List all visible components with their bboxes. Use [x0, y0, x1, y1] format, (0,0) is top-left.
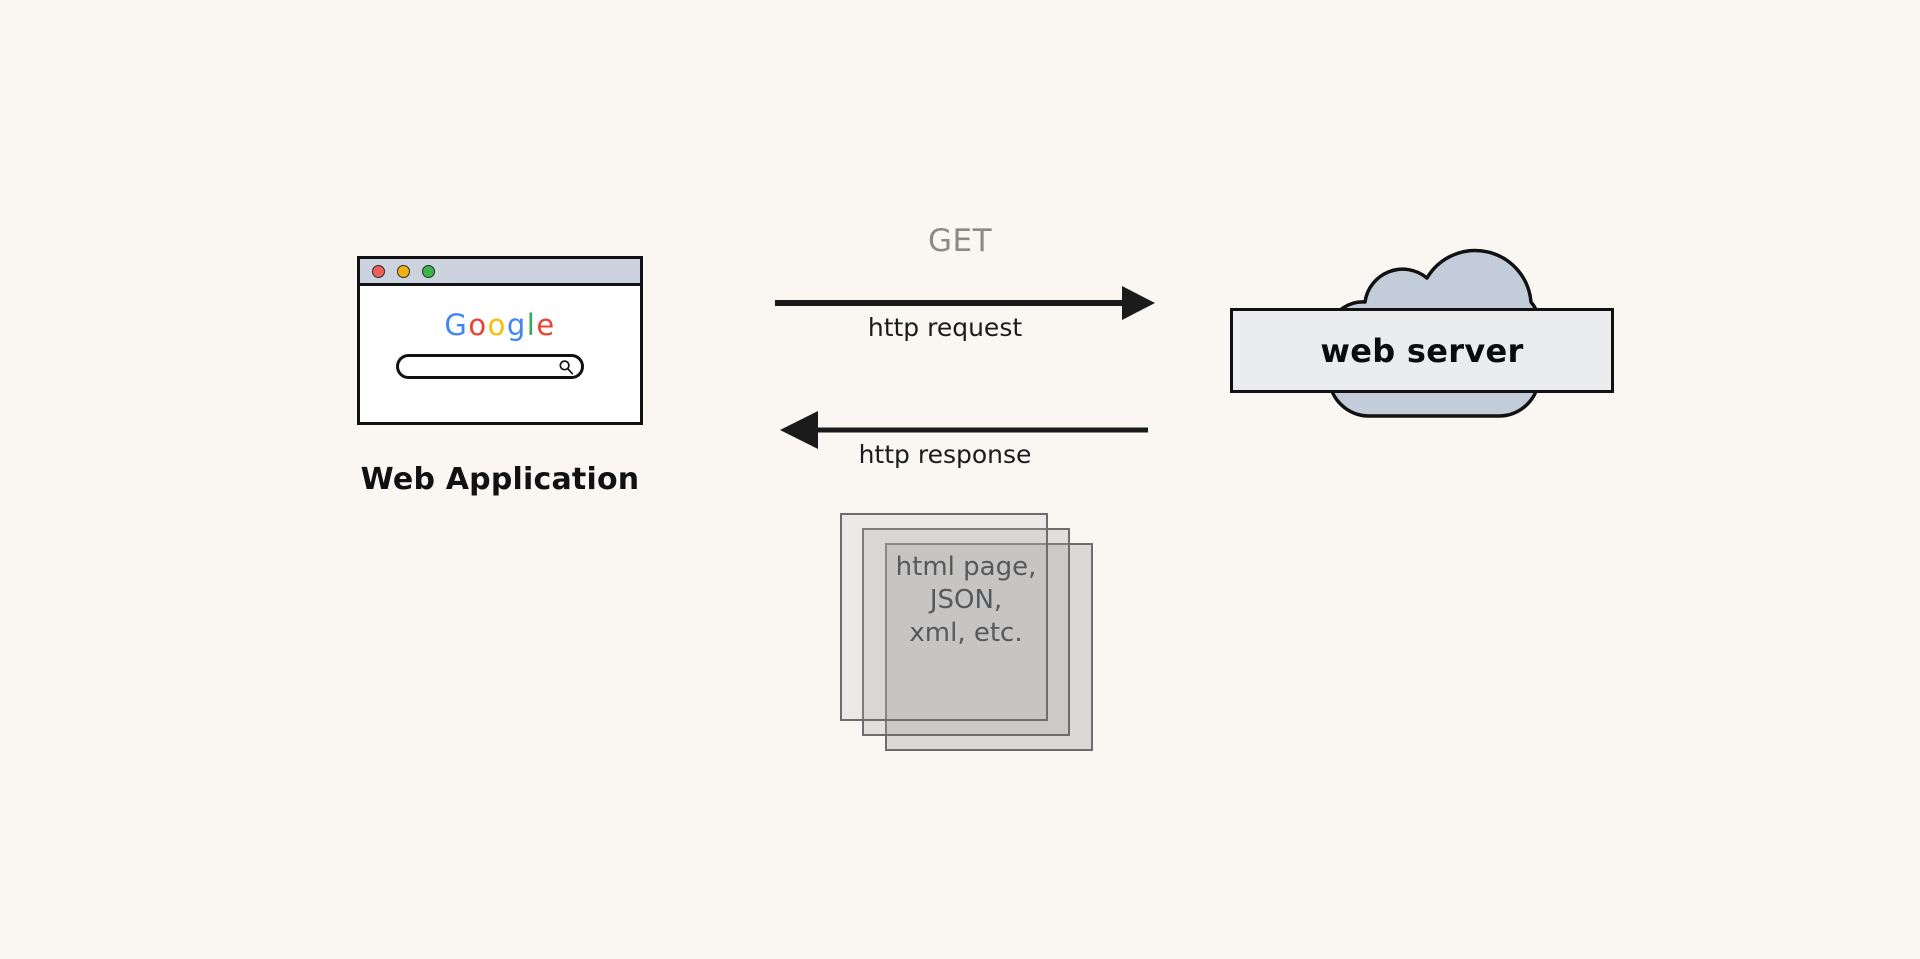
search-input[interactable] — [396, 354, 584, 379]
web-application-caption: Web Application — [360, 462, 640, 497]
web-server-band: web server — [1230, 308, 1614, 393]
payload-sheet-front — [840, 513, 1048, 721]
google-logo-letter-l: l — [526, 308, 537, 342]
google-logo-letter-g1: G — [444, 308, 469, 342]
google-logo: Google — [360, 311, 640, 340]
web-server-label: web server — [1320, 331, 1524, 370]
search-icon[interactable] — [558, 359, 574, 375]
http-request-arrow — [775, 286, 1155, 320]
close-dot[interactable] — [372, 264, 385, 278]
http-response-arrow — [780, 411, 1148, 449]
flow-arrows — [775, 286, 1155, 449]
google-logo-letter-e: e — [536, 308, 556, 342]
google-logo-letter-g2: g — [506, 308, 527, 342]
web-server-node: web server — [1225, 240, 1625, 420]
http-request-label: http request — [867, 313, 1023, 342]
payload-sheet-middle — [862, 528, 1070, 736]
google-logo-letter-o2: o — [487, 308, 507, 342]
google-logo-letter-o1: o — [468, 308, 488, 342]
payload-text: html page, JSON, xml, etc. — [895, 552, 1037, 648]
payload-sheet-back — [885, 543, 1093, 751]
browser-titlebar — [360, 259, 640, 286]
http-response-label: http response — [858, 440, 1032, 469]
browser-window[interactable]: Google — [357, 256, 643, 425]
maximize-dot[interactable] — [422, 264, 435, 278]
http-method-label: GET — [927, 223, 993, 259]
payload-document-stack: html page, JSON, xml, etc. — [840, 513, 1100, 763]
browser-viewport: Google — [360, 286, 640, 422]
minimize-dot[interactable] — [397, 264, 410, 278]
